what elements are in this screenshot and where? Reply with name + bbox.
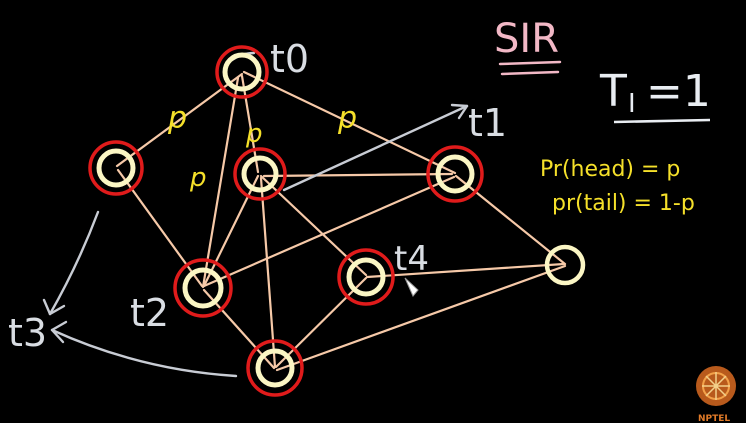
time-labels: t0 t1 t2 t3 t4 [8,37,507,355]
arrow-t1-head [450,103,469,120]
graph-nodes [88,45,586,397]
node-bottom [246,339,304,397]
node-far-right [544,244,586,286]
node-t0 [215,45,269,99]
edge-bottom-far [275,264,567,372]
edge-label-center: p [245,119,263,149]
edge-t0-center [240,74,260,174]
recovery-time-symbol: T [599,66,627,117]
label-t2: t2 [130,291,169,335]
edge-center-right [262,172,454,178]
node-center [233,147,287,201]
edge-t0-right [242,70,457,175]
recovery-time-subscript: I [628,89,636,119]
node-t2 [173,258,233,318]
arrow-t3-upper [48,210,100,316]
arrow-t3-lower [50,328,238,378]
edge-t2-right [202,175,456,288]
edge-right-far [454,174,567,266]
edge-label-lower-left: p [189,163,207,193]
edge-t0-t2 [201,76,240,289]
probability-notes: Pr(head) = p pr(tail) = 1-p [540,157,695,216]
label-t1: t1 [468,101,507,145]
nptel-logo-text: NPTEL [698,414,730,423]
node-left [88,140,144,196]
arrow-t3-lower-head [50,320,68,344]
label-t3: t3 [8,311,47,355]
title-block: SIR [494,16,562,76]
time-arrows [42,51,469,378]
title-underline [498,60,562,76]
prob-head: Pr(head) = p [540,157,680,182]
edge-center-bottom [259,176,277,369]
label-t0: t0 [270,37,309,81]
node-right [426,145,484,203]
arrow-t1 [282,104,469,192]
title-sir: SIR [494,16,559,62]
edge-labels: p p p p [167,101,357,193]
edge-t4-bottom [274,276,368,369]
edge-t0-left [115,72,244,168]
edge-label-left: p [167,101,187,136]
recovery-time-underline [613,118,711,124]
edge-t4-far [365,262,566,279]
node-t4 [337,248,395,306]
edge-center-t2 [202,174,260,288]
prob-tail: pr(tail) = 1-p [552,191,695,216]
nptel-logo: NPTEL [696,366,736,423]
label-t4: t4 [394,239,429,279]
edge-label-top: p [337,101,357,136]
pen-cursor-icon [404,277,419,297]
recovery-time-value: =1 [646,66,711,117]
arrow-t3-upper-head [42,298,66,316]
recovery-time: T I =1 [599,66,711,124]
